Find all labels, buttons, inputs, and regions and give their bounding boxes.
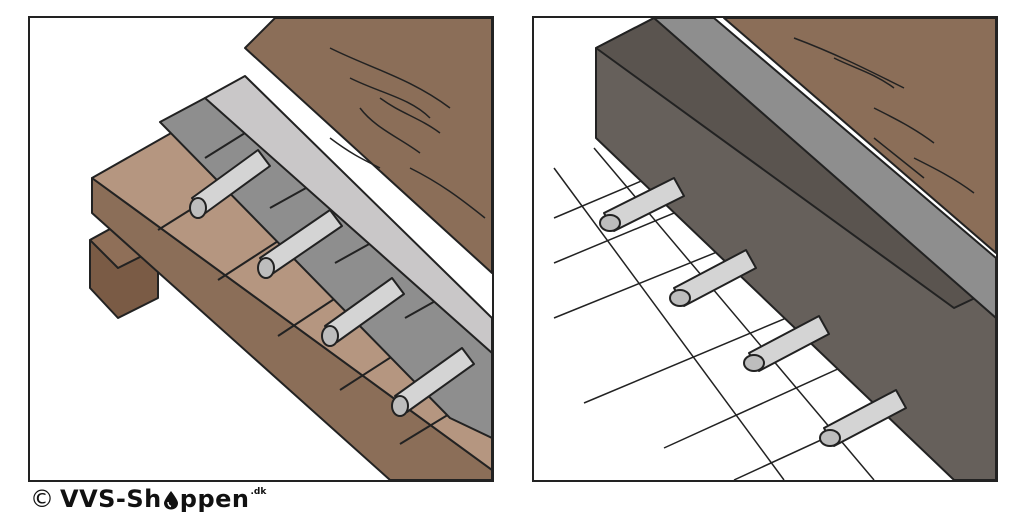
wooden-joist-floor-illustration xyxy=(28,16,494,482)
heating-pipes xyxy=(599,177,907,447)
top-floorboards xyxy=(723,18,996,254)
wood-grain xyxy=(793,37,975,194)
wood-grain xyxy=(329,47,486,219)
wooden-joist-floor-drawing xyxy=(89,18,492,480)
concrete-floor-illustration xyxy=(532,16,998,482)
heating-pipes xyxy=(189,149,475,417)
brand-name-part2: ppen xyxy=(179,485,250,513)
pipe xyxy=(743,315,830,372)
copyright-symbol: © xyxy=(30,485,54,513)
brand-tld: .dk xyxy=(250,487,267,497)
pipe xyxy=(257,209,343,279)
foil-strip xyxy=(204,75,492,354)
screed-layer xyxy=(653,18,996,319)
concrete-slab-side xyxy=(595,18,996,480)
pipe xyxy=(599,177,685,232)
concrete-slab-top-edge xyxy=(595,18,996,309)
brand-watermark: © VVS-Sh ppen .dk xyxy=(30,486,266,514)
pipe xyxy=(321,277,405,347)
brand-name-part1: VVS-Sh xyxy=(60,485,162,513)
water-drop-icon xyxy=(163,490,179,510)
pipe xyxy=(669,249,757,307)
pipe xyxy=(819,389,907,447)
pipe xyxy=(391,347,475,417)
top-floorboards xyxy=(244,18,492,274)
concrete-floor-drawing xyxy=(553,18,996,480)
pipe xyxy=(189,149,271,219)
